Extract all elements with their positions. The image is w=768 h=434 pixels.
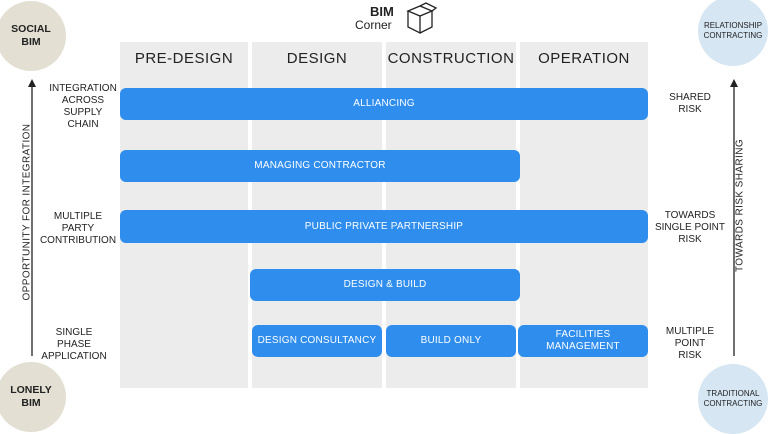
bar-design-build: DESIGN & BUILD: [250, 269, 520, 301]
lonely-bim-label: LONELY BIM: [10, 384, 52, 409]
column-header-design: DESIGN: [286, 50, 348, 67]
right-axis-arrow: [730, 79, 738, 356]
logo-text-corner: Corner: [355, 18, 392, 32]
column-header-construction: CONSTRUCTION: [387, 50, 515, 67]
right-axis-label: TOWARDS RISK SHARING: [734, 139, 746, 273]
left-axis-arrow: [28, 79, 36, 356]
box-icon: [406, 2, 438, 35]
bar-design-consultancy: DESIGN CONSULTANCY: [252, 325, 382, 357]
right-label-shared-risk: SHARED RISK: [669, 92, 711, 115]
circle-relationship-contracting: RELATIONSHIP CONTRACTING: [698, 0, 768, 66]
column-header-operation: OPERATION: [538, 50, 630, 67]
bar-facilities-management: FACILITIES MANAGEMENT: [518, 325, 648, 357]
left-label-multiple-party: MULTIPLE PARTY CONTRIBUTION: [39, 211, 117, 246]
traditional-contracting-label: TRADITIONAL CONTRACTING: [703, 389, 763, 408]
right-label-single-point-risk: TOWARDS SINGLE POINT RISK: [654, 210, 725, 245]
bar-build-only: BUILD ONLY: [386, 325, 516, 357]
left-axis-label: OPPORTUNITY FOR INTEGRATION: [21, 123, 33, 301]
circle-traditional-contracting: TRADITIONAL CONTRACTING: [698, 364, 768, 434]
bar-public-private-partnership: PUBLIC PRIVATE PARTNERSHIP: [120, 210, 648, 243]
left-label-single-phase: SINGLE PHASE APPLICATION: [41, 327, 107, 362]
right-label-multiple-point-risk: MULTIPLE POINT RISK: [665, 326, 715, 361]
logo-text-bim: BIM: [370, 4, 394, 19]
bar-alliancing: ALLIANCING: [120, 88, 648, 120]
relationship-contracting-label: RELATIONSHIP CONTRACTING: [703, 21, 763, 40]
left-label-integration: INTEGRATION ACROSS SUPPLY CHAIN: [49, 83, 117, 130]
social-bim-label: SOCIAL BIM: [11, 23, 51, 48]
circle-social-bim: SOCIAL BIM: [0, 1, 66, 71]
bar-managing-contractor: MANAGING CONTRACTOR: [120, 150, 520, 182]
circle-lonely-bim: LONELY BIM: [0, 362, 66, 432]
bim-corner-logo: BIM Corner: [352, 2, 442, 38]
column-header-pre-design: PRE-DESIGN: [134, 50, 234, 67]
